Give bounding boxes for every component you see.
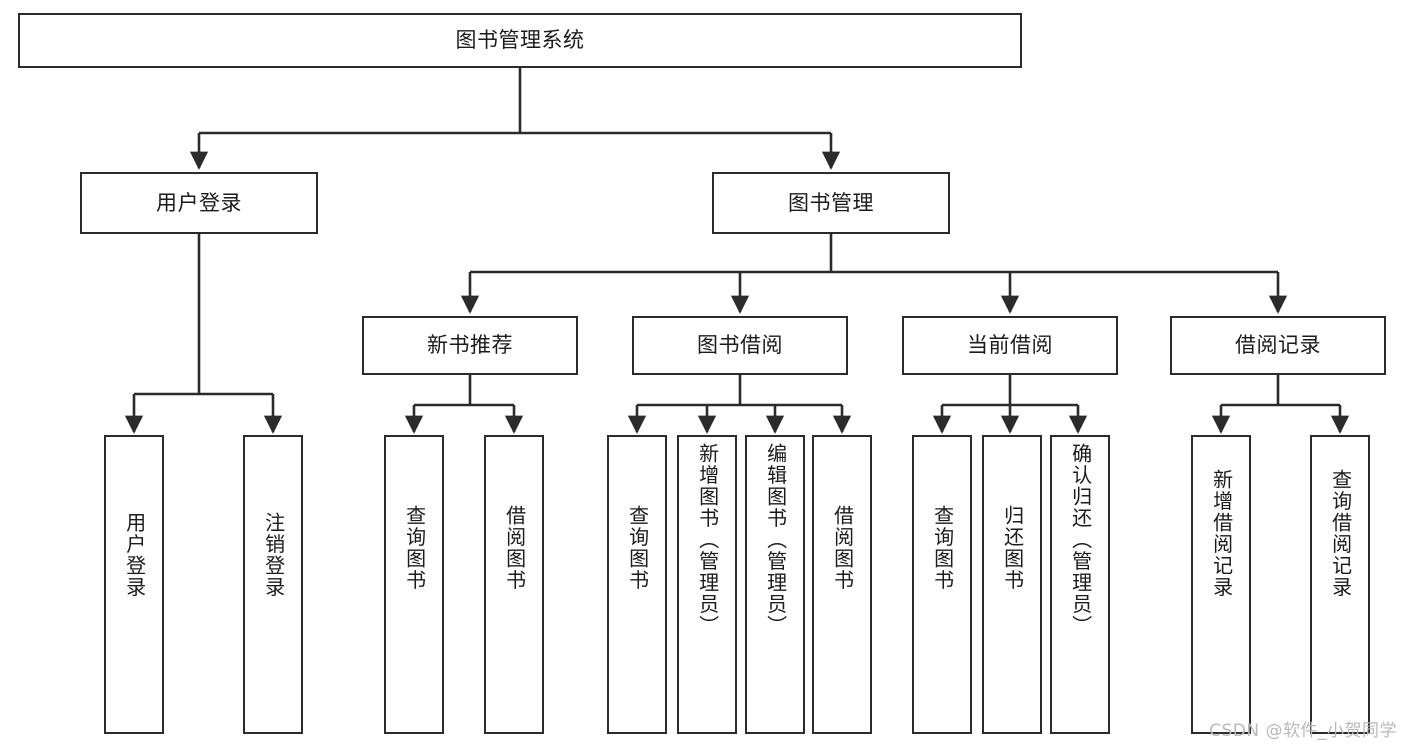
leaf-current-return-book-label: 归还图书 <box>1000 505 1025 591</box>
csdn-watermark: CSDN @软件_小贺同学 <box>1209 721 1397 741</box>
leaf-borrow-add-book[interactable]: 新增图书（管理员） <box>677 435 737 734</box>
leaf-user-login-logout-label: 注销登录 <box>261 512 286 598</box>
leaf-borrow-edit-book[interactable]: 编辑图书（管理员） <box>745 435 805 734</box>
leaf-borrow-add-book-label: 新增图书（管理员） <box>695 443 720 637</box>
node-book-borrow[interactable]: 图书借阅 <box>632 316 848 375</box>
leaf-current-query-book-label: 查询图书 <box>930 505 955 591</box>
leaf-current-confirm-return[interactable]: 确认归还（管理员） <box>1050 435 1110 734</box>
node-book-management-label: 图书管理 <box>788 190 874 215</box>
leaf-borrow-edit-book-label: 编辑图书（管理员） <box>763 443 788 637</box>
node-root-label: 图书管理系统 <box>455 28 585 53</box>
leaf-record-query[interactable]: 查询借阅记录 <box>1310 435 1370 734</box>
leaf-record-query-label: 查询借阅记录 <box>1328 469 1353 598</box>
node-borrow-record[interactable]: 借阅记录 <box>1170 316 1386 375</box>
leaf-new-book-query-label: 查询图书 <box>402 505 427 591</box>
node-book-borrow-label: 图书借阅 <box>697 333 783 358</box>
node-new-book-recommend-label: 新书推荐 <box>427 333 513 358</box>
node-current-borrow[interactable]: 当前借阅 <box>902 316 1118 375</box>
leaf-new-book-borrow[interactable]: 借阅图书 <box>484 435 544 734</box>
leaf-new-book-query[interactable]: 查询图书 <box>384 435 444 734</box>
leaf-user-login-logout[interactable]: 注销登录 <box>243 435 303 734</box>
leaf-new-book-borrow-label: 借阅图书 <box>502 505 527 591</box>
leaf-user-login-login-label: 用户登录 <box>122 512 147 598</box>
node-book-management[interactable]: 图书管理 <box>712 172 950 234</box>
node-root[interactable]: 图书管理系统 <box>18 13 1022 68</box>
leaf-record-add[interactable]: 新增借阅记录 <box>1191 435 1251 734</box>
node-user-login-label: 用户登录 <box>156 190 242 215</box>
leaf-borrow-query-book[interactable]: 查询图书 <box>607 435 667 734</box>
leaf-borrow-borrow-book[interactable]: 借阅图书 <box>812 435 872 734</box>
node-user-login[interactable]: 用户登录 <box>80 172 318 234</box>
leaf-borrow-query-book-label: 查询图书 <box>625 505 650 591</box>
node-new-book-recommend[interactable]: 新书推荐 <box>362 316 578 375</box>
leaf-current-return-book[interactable]: 归还图书 <box>982 435 1042 734</box>
node-borrow-record-label: 借阅记录 <box>1235 333 1321 358</box>
leaf-borrow-borrow-book-label: 借阅图书 <box>830 505 855 591</box>
leaf-record-add-label: 新增借阅记录 <box>1209 469 1234 598</box>
leaf-current-confirm-return-label: 确认归还（管理员） <box>1068 443 1093 637</box>
leaf-user-login-login[interactable]: 用户登录 <box>104 435 164 734</box>
leaf-current-query-book[interactable]: 查询图书 <box>912 435 972 734</box>
node-current-borrow-label: 当前借阅 <box>967 333 1053 358</box>
